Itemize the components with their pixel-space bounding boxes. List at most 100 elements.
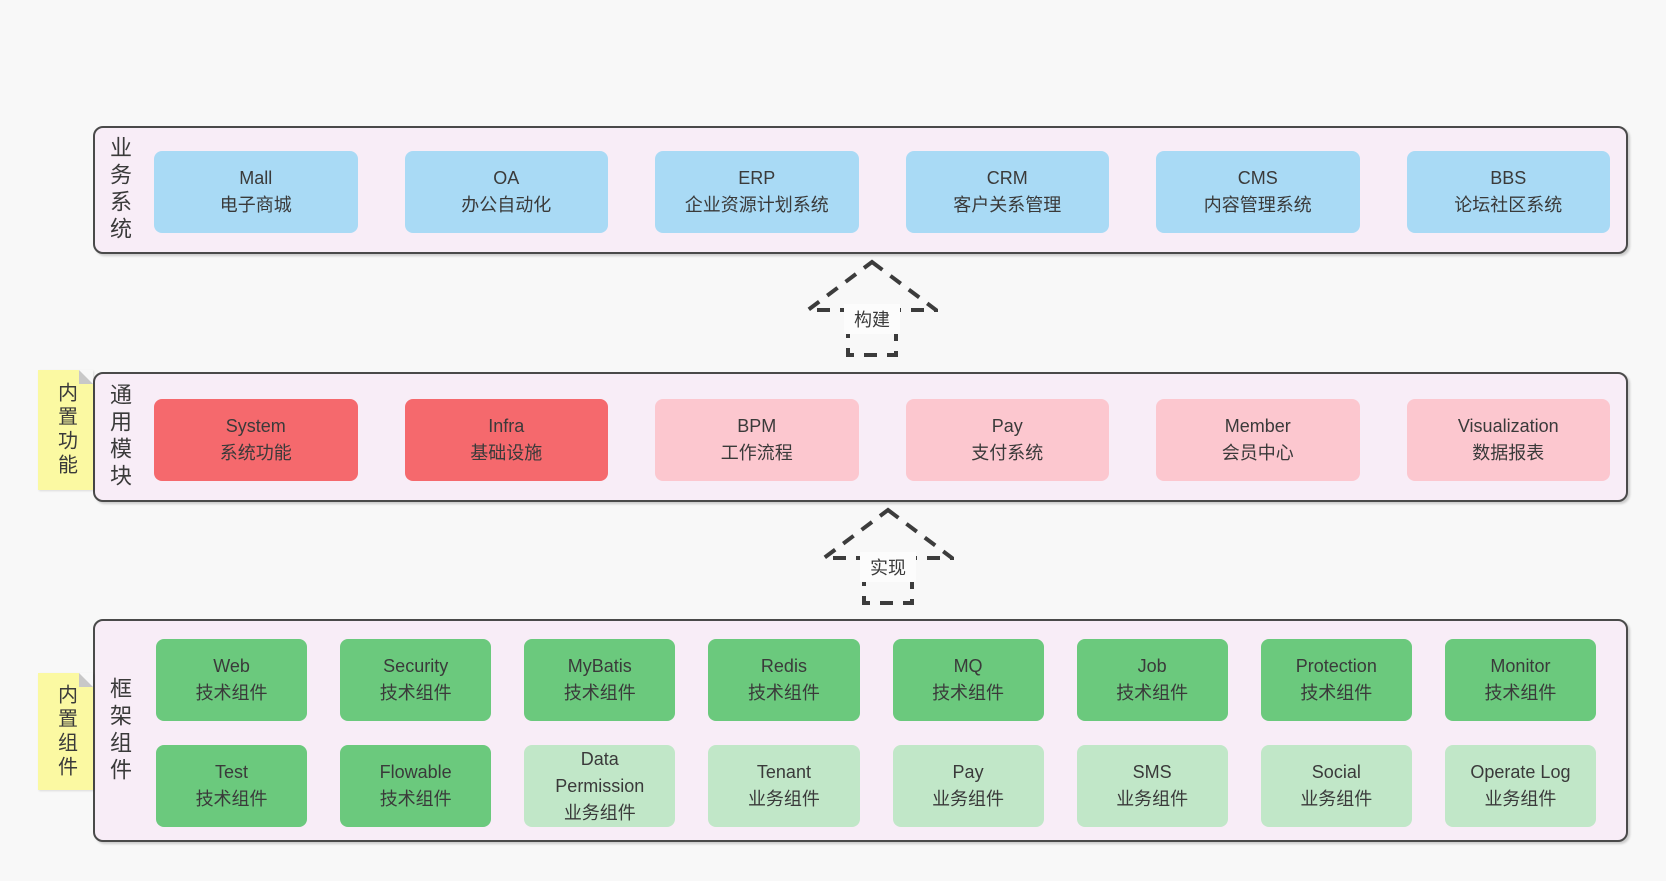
box-desc: 技术组件: [1116, 683, 1189, 703]
box-flowable: Flowable 技术组件: [340, 745, 492, 827]
box-job: Job 技术组件: [1076, 639, 1228, 721]
box-data-permission: Data Permission 业务组件: [524, 745, 676, 827]
box-desc: 技术组件: [1484, 683, 1557, 703]
box-desc: 会员中心: [1221, 443, 1294, 463]
box-desc: 业务组件: [1484, 789, 1557, 809]
box-desc: 技术组件: [932, 683, 1005, 703]
box-desc: 工作流程: [720, 443, 793, 463]
box-name: ERP: [738, 168, 776, 188]
box-desc: 数据报表: [1472, 443, 1545, 463]
dashed-up-arrow-shape: [806, 259, 938, 357]
box-cms: CMS 内容管理系统: [1156, 151, 1360, 233]
box-name: CRM: [986, 168, 1028, 188]
box-desc: 系统功能: [219, 443, 292, 463]
business-systems-label: 业务系统: [107, 136, 132, 244]
box-name: MQ: [953, 656, 983, 676]
box-desc: 技术组件: [1300, 683, 1373, 703]
box-crm: CRM 客户关系管理: [905, 151, 1109, 233]
box-desc: 内容管理系统: [1203, 195, 1312, 215]
box-name: Visualization: [1457, 416, 1559, 436]
box-protection: Protection 技术组件: [1260, 639, 1412, 721]
box-operate-log: Operate Log 业务组件: [1444, 745, 1596, 827]
common-modules-label: 通用模块: [107, 383, 132, 491]
box-desc: 业务组件: [747, 789, 820, 809]
common-modules-row: System 系统功能 Infra 基础设施 BPM 工作流程 Pay 支付系统…: [154, 399, 1610, 481]
box-name: Operate Log: [1470, 762, 1571, 782]
box-name: Pay: [991, 416, 1023, 436]
box-system: System 系统功能: [154, 399, 358, 481]
sticky-fold-corner: [79, 673, 93, 687]
box-desc: 企业资源计划系统: [684, 195, 829, 215]
box-name: Member: [1224, 416, 1291, 436]
box-member: Member 会员中心: [1156, 399, 1360, 481]
box-name: BPM: [737, 416, 777, 436]
box-bpm: BPM 工作流程: [655, 399, 859, 481]
framework-row-1: Web 技术组件 Security 技术组件 MyBatis 技术组件 Redi…: [156, 639, 1596, 721]
box-desc: 技术组件: [195, 683, 268, 703]
box-desc: 技术组件: [563, 683, 636, 703]
box-name: Pay: [952, 762, 984, 782]
box-security: Security 技术组件: [340, 639, 492, 721]
built-in-functions-sticky: 内置功能: [38, 370, 93, 490]
sticky-label: 内置功能: [54, 382, 77, 478]
sticky-fold-corner: [79, 370, 93, 384]
box-name: Flowable: [379, 762, 452, 782]
box-tenant: Tenant 业务组件: [708, 745, 860, 827]
framework-row-2: Test 技术组件 Flowable 技术组件 Data Permission …: [156, 745, 1596, 827]
box-name: Data Permission: [555, 748, 645, 796]
box-desc: 业务组件: [1300, 789, 1373, 809]
arrow-label-bg: [844, 304, 900, 334]
box-desc: 客户关系管理: [953, 195, 1062, 215]
box-desc: 支付系统: [971, 443, 1044, 463]
box-name: System: [225, 416, 286, 436]
built-in-components-sticky: 内置组件: [38, 673, 93, 790]
build-arrow-label: 构建: [854, 310, 890, 330]
box-name: BBS: [1490, 168, 1527, 188]
box-desc: 论坛社区系统: [1454, 195, 1563, 215]
box-desc: 办公自动化: [461, 195, 552, 215]
box-name: Security: [383, 656, 449, 676]
box-name: Mall: [239, 168, 273, 188]
box-desc: 业务组件: [563, 802, 636, 823]
box-name: SMS: [1132, 762, 1172, 782]
box-mq: MQ 技术组件: [892, 639, 1044, 721]
box-visualization: Visualization 数据报表: [1406, 399, 1610, 481]
build-arrow: 构建: [806, 259, 938, 357]
box-web: Web 技术组件: [156, 639, 308, 721]
business-systems-container: 业务系统 Mall 电子商城 OA 办公自动化 ERP 企业资源计划系统 CRM…: [93, 126, 1628, 254]
box-name: Social: [1311, 762, 1361, 782]
box-desc: 技术组件: [747, 683, 820, 703]
box-pay-business: Pay 业务组件: [892, 745, 1044, 827]
box-name: Monitor: [1490, 656, 1551, 676]
box-desc: 业务组件: [932, 789, 1005, 809]
implement-arrow-label: 实现: [870, 558, 906, 578]
box-infra: Infra 基础设施: [404, 399, 608, 481]
box-mybatis: MyBatis 技术组件: [524, 639, 676, 721]
box-bbs: BBS 论坛社区系统: [1406, 151, 1610, 233]
box-name: CMS: [1237, 168, 1278, 188]
box-name: MyBatis: [567, 656, 632, 676]
box-redis: Redis 技术组件: [708, 639, 860, 721]
box-desc: 技术组件: [379, 789, 452, 809]
sticky-label: 内置组件: [54, 683, 77, 780]
box-test: Test 技术组件: [156, 745, 308, 827]
box-name: Infra: [488, 416, 525, 436]
box-name: OA: [493, 168, 520, 188]
box-name: Protection: [1295, 656, 1377, 676]
box-name: Job: [1137, 656, 1167, 676]
box-name: Redis: [760, 656, 807, 676]
box-erp: ERP 企业资源计划系统: [655, 151, 859, 233]
common-modules-container: 通用模块 System 系统功能 Infra 基础设施 BPM 工作流程 Pay…: [93, 372, 1628, 502]
framework-components-container: 框架组件 Web 技术组件 Security 技术组件 MyBatis 技术组件…: [93, 619, 1628, 842]
box-name: Test: [215, 762, 249, 782]
box-oa: OA 办公自动化: [404, 151, 608, 233]
dashed-up-arrow-shape: [822, 507, 954, 605]
box-name: Tenant: [756, 762, 811, 782]
box-mall: Mall 电子商城: [154, 151, 358, 233]
box-desc: 技术组件: [195, 789, 268, 809]
box-sms: SMS 业务组件: [1076, 745, 1228, 827]
box-desc: 电子商城: [219, 195, 292, 215]
box-monitor: Monitor 技术组件: [1444, 639, 1596, 721]
implement-arrow: 实现: [822, 507, 954, 605]
business-systems-row: Mall 电子商城 OA 办公自动化 ERP 企业资源计划系统 CRM 客户关系…: [154, 151, 1610, 233]
